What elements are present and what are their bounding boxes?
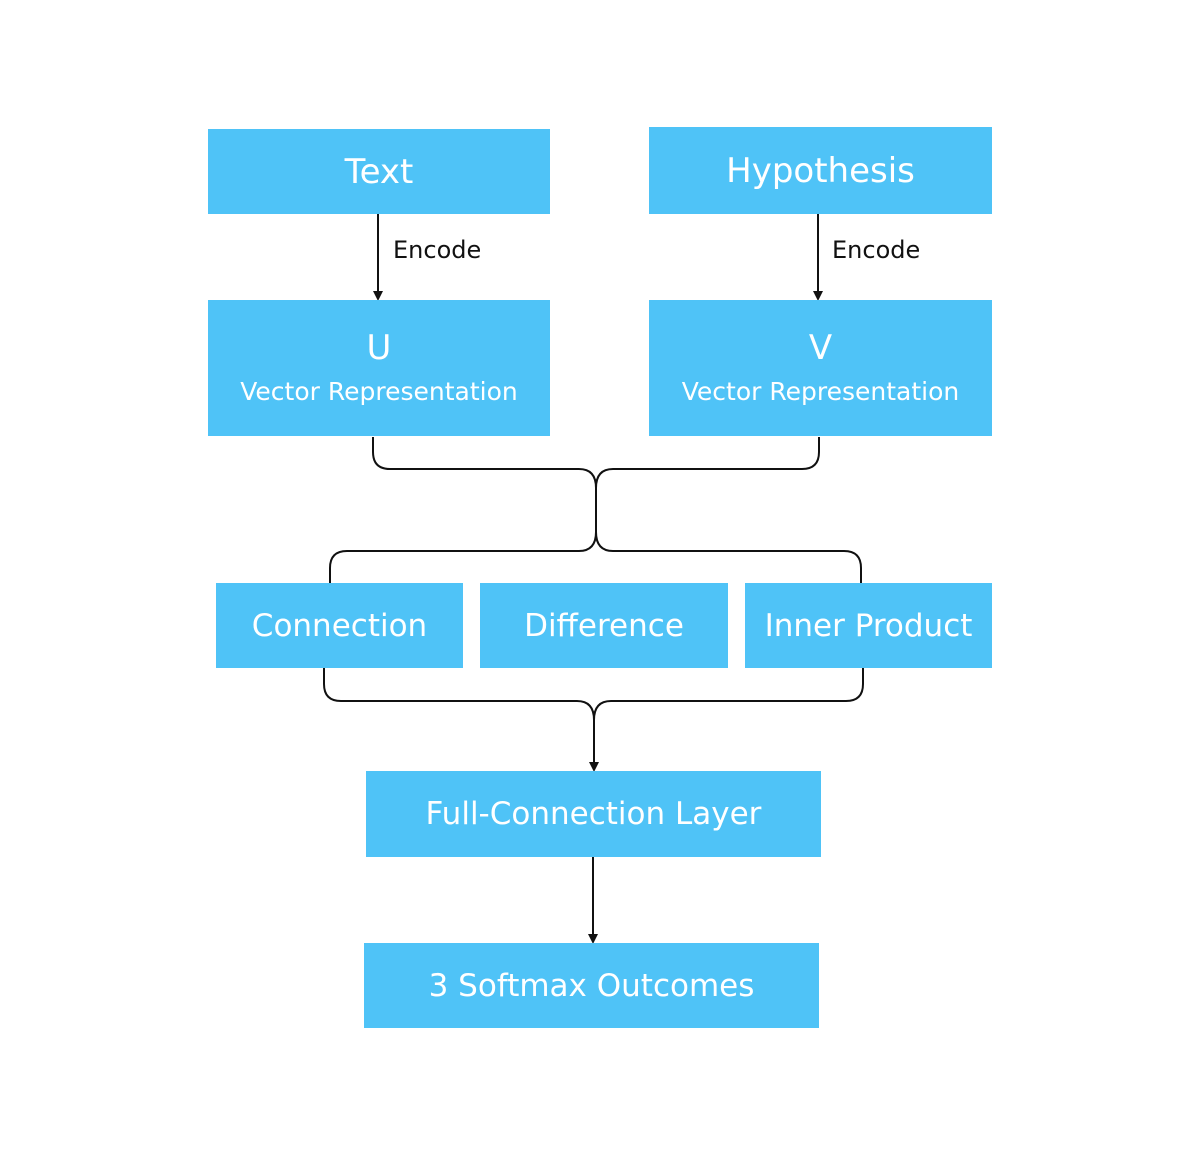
softmax-outcomes-label: 3 Softmax Outcomes (428, 967, 755, 1004)
v-vector-node: V Vector Representation (649, 300, 992, 436)
hypothesis-node-label: Hypothesis (726, 150, 915, 191)
text-node-label: Text (344, 151, 414, 192)
encode-label-text: Encode (393, 236, 482, 264)
difference-node: Difference (480, 583, 728, 668)
u-vector-title: U (366, 328, 392, 368)
v-vector-title: V (808, 328, 833, 368)
connection-node-label: Connection (251, 607, 428, 644)
text-node: Text (208, 129, 550, 214)
merge-bracket-operations (323, 668, 864, 721)
softmax-outcomes-node: 3 Softmax Outcomes (364, 943, 819, 1028)
v-vector-subtitle: Vector Representation (681, 377, 960, 406)
full-connection-layer-label: Full-Connection Layer (425, 796, 762, 832)
merge-bracket-uv (372, 437, 820, 489)
encode-label-hypothesis: Encode (832, 236, 921, 264)
u-vector-node: U Vector Representation (208, 300, 550, 436)
split-bracket-operations (329, 531, 862, 583)
u-vector-subtitle: Vector Representation (240, 377, 518, 406)
full-connection-layer-node: Full-Connection Layer (366, 771, 821, 857)
connection-node: Connection (216, 583, 463, 668)
inner-product-node-label: Inner Product (764, 607, 973, 644)
hypothesis-node: Hypothesis (649, 127, 992, 214)
inner-product-node: Inner Product (745, 583, 992, 668)
difference-node-label: Difference (524, 607, 684, 644)
